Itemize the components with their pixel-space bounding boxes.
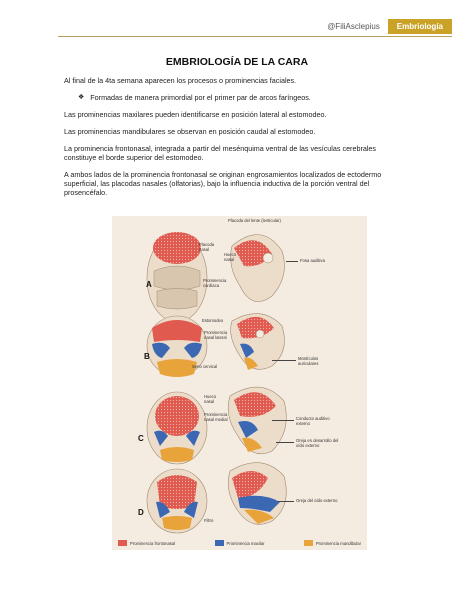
embryo-illustration xyxy=(146,232,287,534)
maxilar-swatch xyxy=(214,540,224,546)
label-hueco-nasal-c: Hueco nasal xyxy=(204,394,217,404)
panel-b-front-view xyxy=(146,315,208,377)
legend-item-mandibular: Prominencia mandibular xyxy=(303,540,361,546)
label-monticulos-auriculares: Montículos auriculares xyxy=(298,356,319,366)
bullet-item: ❖ Formadas de manera primordial por el p… xyxy=(64,93,410,102)
diamond-bullet-icon: ❖ xyxy=(78,94,85,101)
panel-label-c: C xyxy=(138,434,144,443)
label-oreja-externo: Oreja del oído externo xyxy=(296,498,338,503)
body-text: Al final de la 4ta semana aparecen los p… xyxy=(64,76,410,205)
figure-legend: Prominencia frontonasal Prominencia maxi… xyxy=(118,540,361,546)
panel-c-side-view xyxy=(227,386,287,455)
embryo-face-figure: A B C D Placoda del lente (lenticular) P… xyxy=(112,216,367,550)
legend-item-maxilar: Prominencia maxilar xyxy=(214,540,264,546)
legend-item-frontonasal: Prominencia frontonasal xyxy=(118,540,175,546)
panel-a-front-view xyxy=(146,232,208,323)
paragraph-1: Al final de la 4ta semana aparecen los p… xyxy=(64,76,297,85)
label-seno-cervical: Seno cervical xyxy=(192,364,218,369)
label-prominencia-nasal-lateral: Prominencia nasal lateral xyxy=(204,330,228,340)
panel-d-side-view xyxy=(227,462,287,525)
label-placoda-nasal: Placoda nasal xyxy=(199,242,215,252)
label-placoda-lente: Placoda del lente (lenticular) xyxy=(228,218,281,223)
page-header: @FiliAsclepius Embriología xyxy=(327,19,452,34)
panel-d-front-view xyxy=(146,468,208,534)
mandibular-swatch xyxy=(303,540,313,546)
paragraph-5: A ambos lados de la prominencia frontona… xyxy=(64,170,382,197)
label-fosa-auditiva: Fosa auditiva xyxy=(300,258,325,263)
paragraph-4: La prominencia frontonasal, integrada a … xyxy=(64,144,377,162)
frontonasal-swatch xyxy=(118,540,127,546)
author-handle: @FiliAsclepius xyxy=(327,22,380,31)
bullet-text: Formadas de manera primordial por el pri… xyxy=(90,93,311,102)
label-hueco-nasal-a: Hueco nasal xyxy=(224,252,237,262)
label-estomodeo: Estomodeo xyxy=(202,318,224,323)
label-conducto-auditivo: Conducto auditivo externo xyxy=(296,416,330,426)
label-prominencia-nasal-medial: Prominencia nasal medial xyxy=(204,412,228,422)
panel-a-side-view xyxy=(230,234,285,302)
header-rule xyxy=(58,36,452,37)
page-title: EMBRIOLOGÍA DE LA CARA xyxy=(165,56,309,68)
paragraph-2: Las prominencias maxilares pueden identi… xyxy=(64,110,327,119)
label-prominencia-cardiaca: Prominencia cardíaca xyxy=(203,278,227,288)
panel-label-a: A xyxy=(146,280,152,289)
panel-label-b: B xyxy=(144,352,150,361)
panel-c-front-view xyxy=(146,391,208,465)
label-filtro: Filtro xyxy=(204,518,214,523)
panel-label-d: D xyxy=(138,508,144,517)
paragraph-3: Las prominencias mandibulares se observa… xyxy=(64,127,316,136)
label-oreja-desarrollo: Oreja en desarrollo del oído externo xyxy=(296,438,339,448)
panel-b-side-view xyxy=(230,313,285,370)
section-tag: Embriología xyxy=(387,19,452,34)
